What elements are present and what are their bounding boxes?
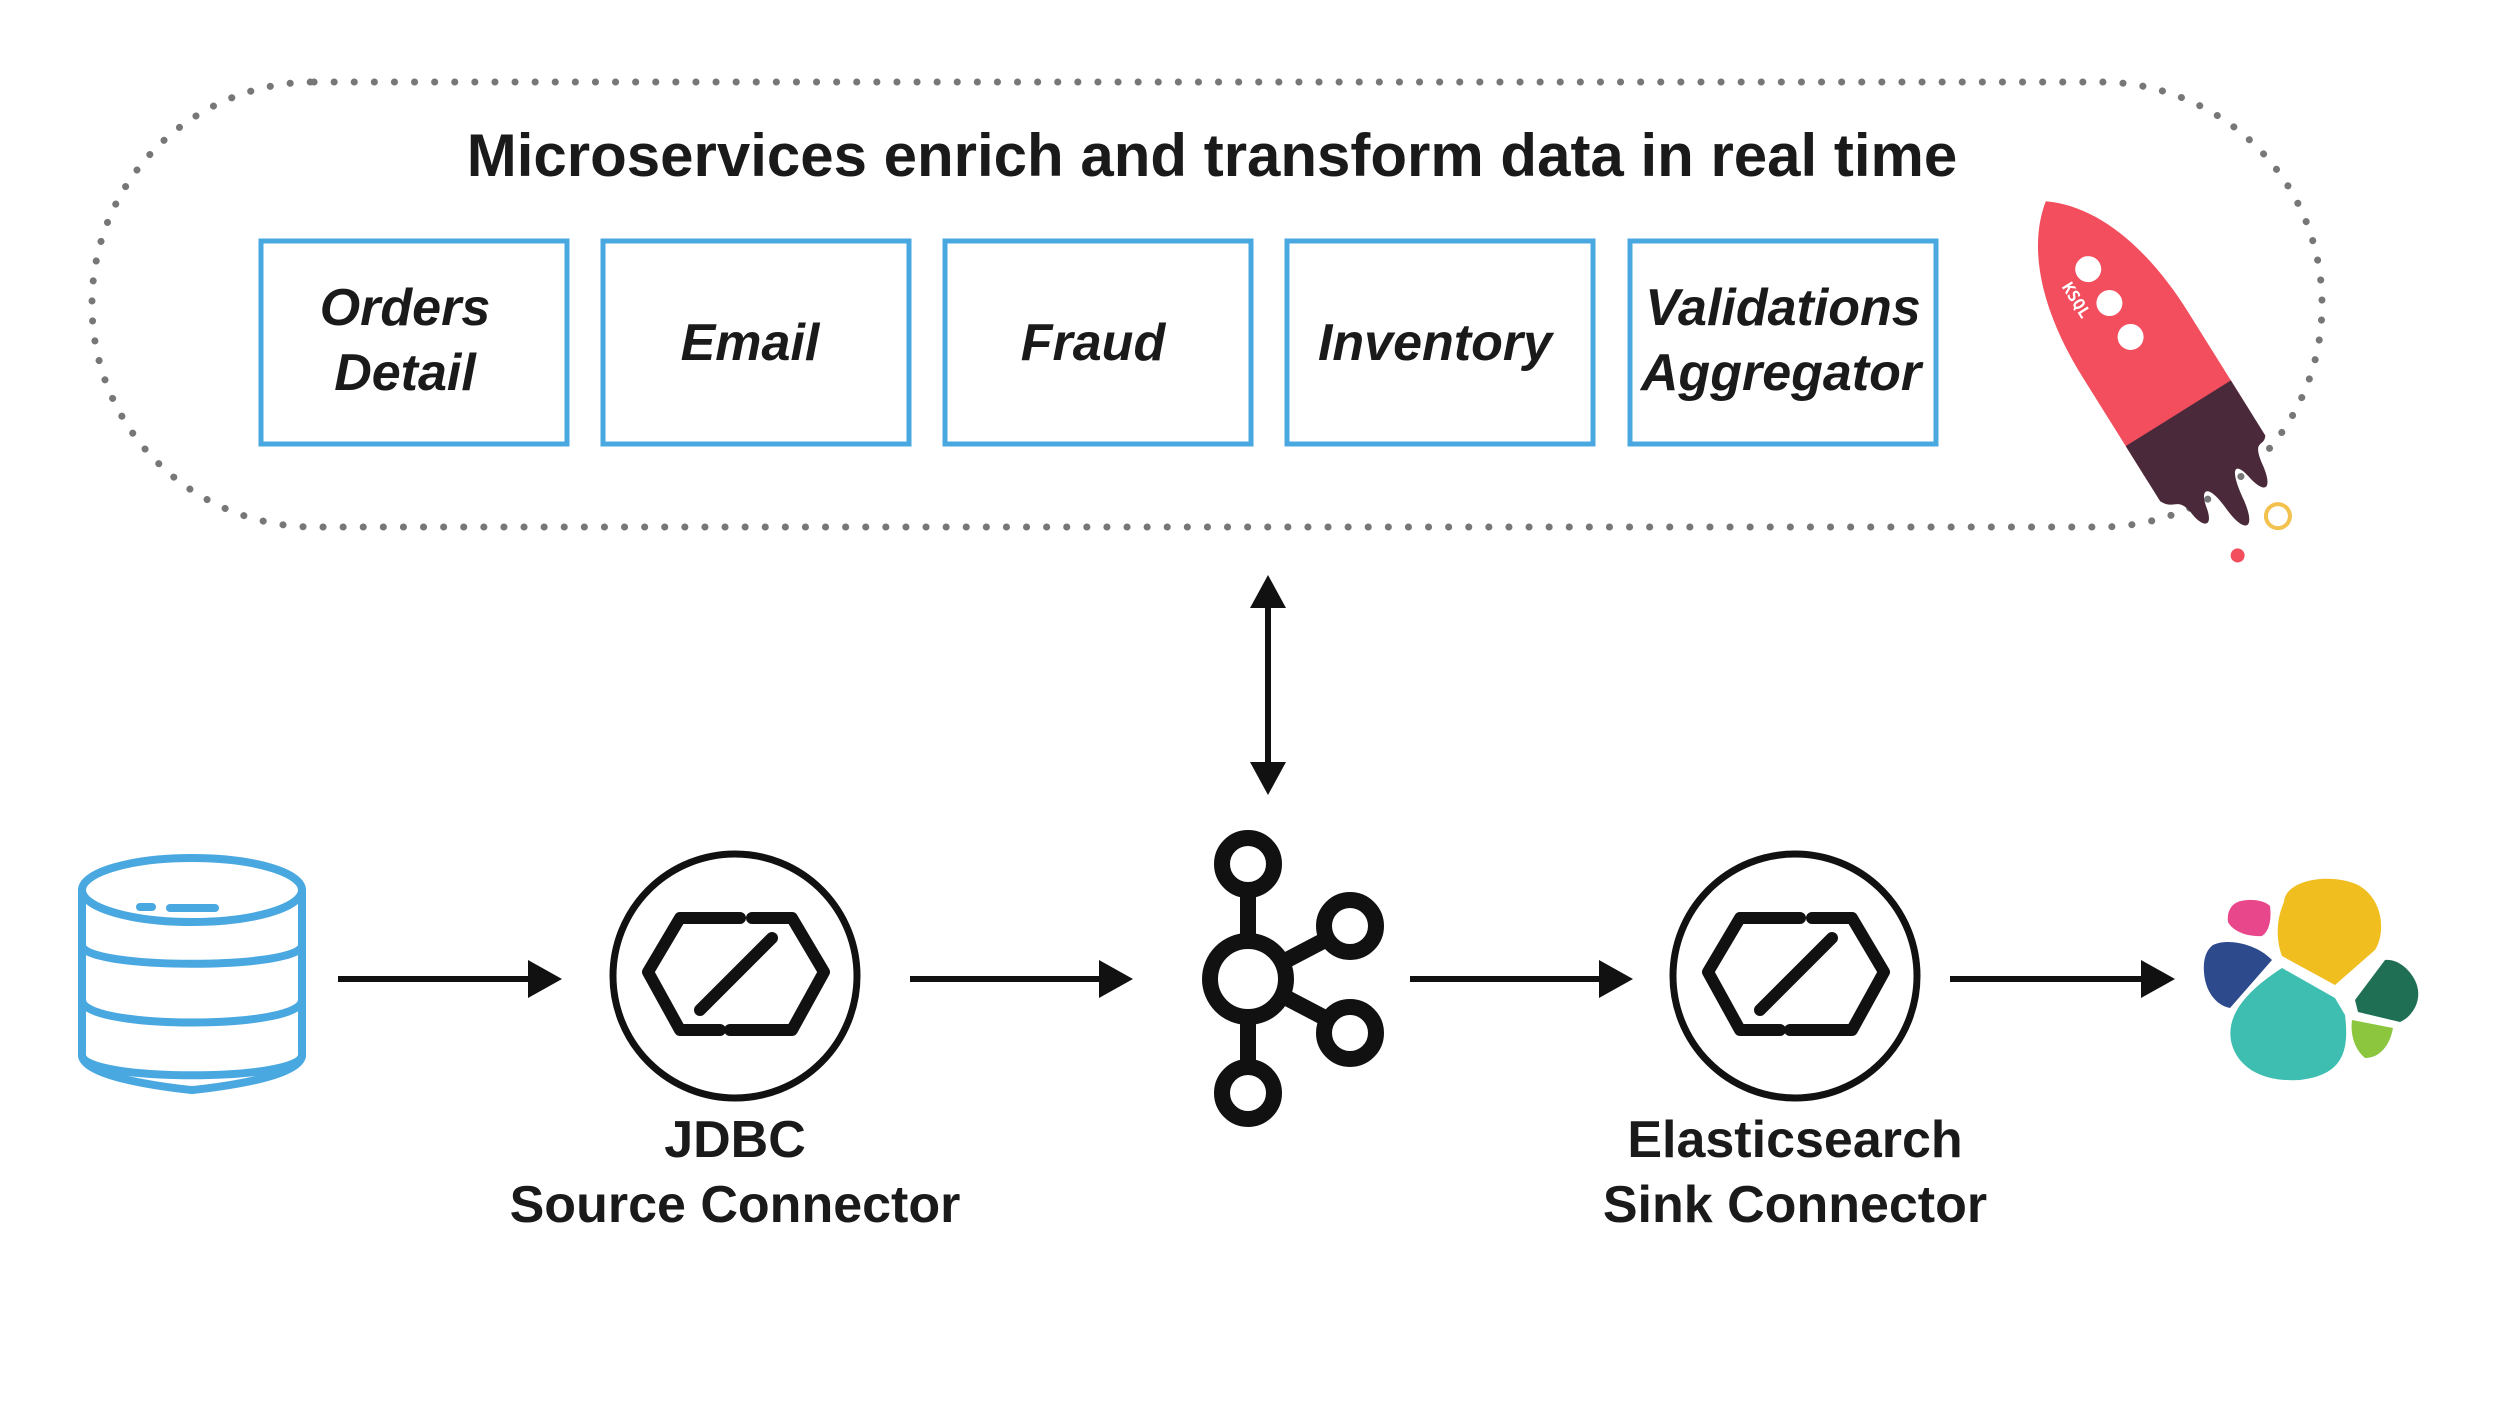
service-box: Fraud <box>942 238 1254 447</box>
service-label: Orders <box>320 279 491 337</box>
service-label: Email <box>681 314 821 372</box>
flow-arrow <box>1950 960 2175 998</box>
flow-arrow <box>910 960 1133 998</box>
microservices-title: Microservices enrich and transform data … <box>467 122 1958 189</box>
service-box: Email <box>600 238 912 447</box>
service-box: Validations Aggregator <box>1627 238 1939 447</box>
service-box: Inventory <box>1284 238 1596 447</box>
service-label: Fraud <box>1021 314 1167 372</box>
service-label: Detail <box>334 344 477 402</box>
service-box: Orders Detail <box>258 238 570 447</box>
source-connector-icon <box>609 850 861 1102</box>
flow-arrow <box>1410 960 1633 998</box>
database-icon <box>78 854 306 1095</box>
kafka-icon <box>1202 830 1384 1127</box>
sink-connector-icon <box>1669 850 1921 1102</box>
service-label: Aggregator <box>1639 344 1924 402</box>
rocket-icon: KSQL <box>2037 201 2292 563</box>
bidirectional-arrow <box>1250 575 1286 795</box>
service-label: Inventory <box>1318 314 1555 372</box>
sink-connector-label-line2: Sink Connector <box>1603 1176 1987 1234</box>
microservices-group-outline <box>88 78 2326 531</box>
elasticsearch-icon <box>2203 877 2419 1081</box>
source-connector-label-line1: JDBC <box>664 1111 806 1169</box>
service-label: Validations <box>1645 279 1920 337</box>
source-connector-label-line2: Source Connector <box>510 1176 961 1234</box>
flow-arrow <box>338 960 562 998</box>
sink-connector-label-line1: Elasticsearch <box>1627 1111 1962 1169</box>
